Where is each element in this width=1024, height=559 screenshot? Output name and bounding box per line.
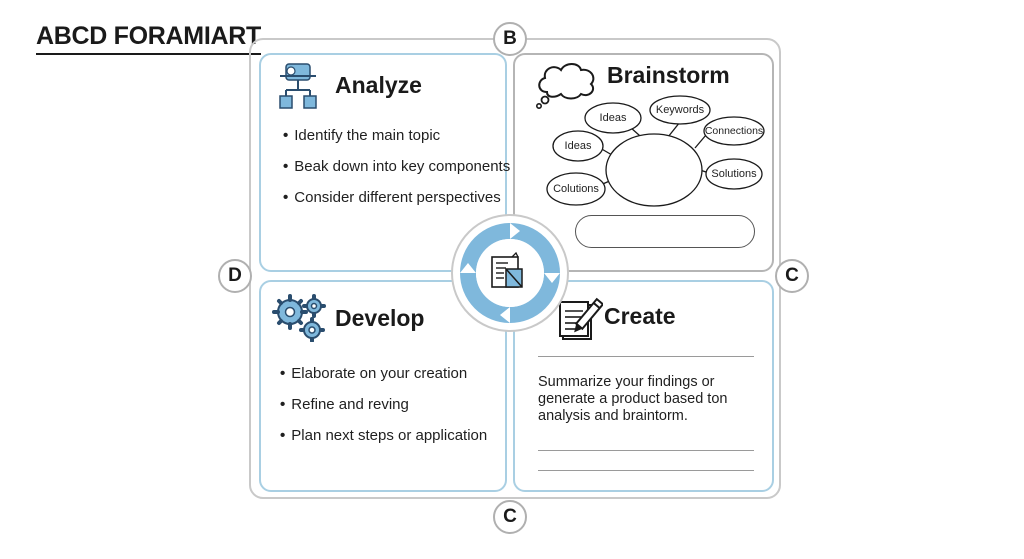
bubble-label-keywords: Keywords	[655, 104, 705, 116]
bubble-label-connections: Connections	[704, 125, 764, 137]
badge-bottom: C	[493, 500, 527, 534]
create-panel	[513, 280, 774, 492]
develop-bullet-2: Refine and reving	[280, 395, 487, 426]
flowchart-person-icon	[279, 63, 317, 109]
brainstorm-heading: Brainstorm	[607, 62, 730, 88]
badge-right: C	[775, 259, 809, 293]
bubble-ideas-2	[552, 130, 604, 162]
bubble-solutions	[705, 158, 763, 190]
bubble-label-ideas-2: Ideas	[564, 140, 592, 152]
develop-bullet-1: Elaborate on your creation	[280, 364, 487, 395]
develop-bullet-list: Elaborate on your creation Refine and re…	[280, 364, 487, 457]
brainstorm-input-box	[575, 215, 755, 248]
create-rule-top	[538, 356, 754, 357]
notepad-pencil-icon	[559, 297, 603, 340]
thought-cloud-icon	[535, 63, 595, 109]
bubble-keywords	[649, 95, 711, 125]
bubble-label-solutions: Solutions	[711, 168, 757, 180]
bubble-label-ideas-1: Ideas	[599, 112, 627, 124]
develop-bullet-3: Plan next steps or application	[280, 426, 487, 457]
analyze-heading: Analyze	[335, 72, 422, 98]
page-title: ABCD FORAMIART	[36, 22, 261, 55]
analyze-bullet-1: Identify the main topic	[283, 126, 510, 157]
create-heading: Create	[604, 303, 676, 329]
create-summary: Summarize your findings or generate a pr…	[538, 374, 728, 424]
bubble-colutions	[546, 172, 606, 206]
gears-icon	[272, 294, 326, 342]
develop-heading: Develop	[335, 305, 425, 331]
bubble-label-colutions: Colutions	[553, 183, 599, 195]
analyze-bullet-list: Identify the main topic Beak down into k…	[283, 126, 510, 219]
document-cycle-icon	[451, 214, 569, 332]
create-rule-2	[538, 470, 754, 471]
analyze-bullet-3: Consider different perspectives	[283, 188, 510, 219]
badge-top: B	[493, 22, 527, 56]
badge-left: D	[218, 259, 252, 293]
analyze-bullet-2: Beak down into key components	[283, 157, 510, 188]
bubble-connections	[703, 116, 765, 146]
bubble-ideas-1	[584, 102, 642, 134]
create-rule-1	[538, 450, 754, 451]
